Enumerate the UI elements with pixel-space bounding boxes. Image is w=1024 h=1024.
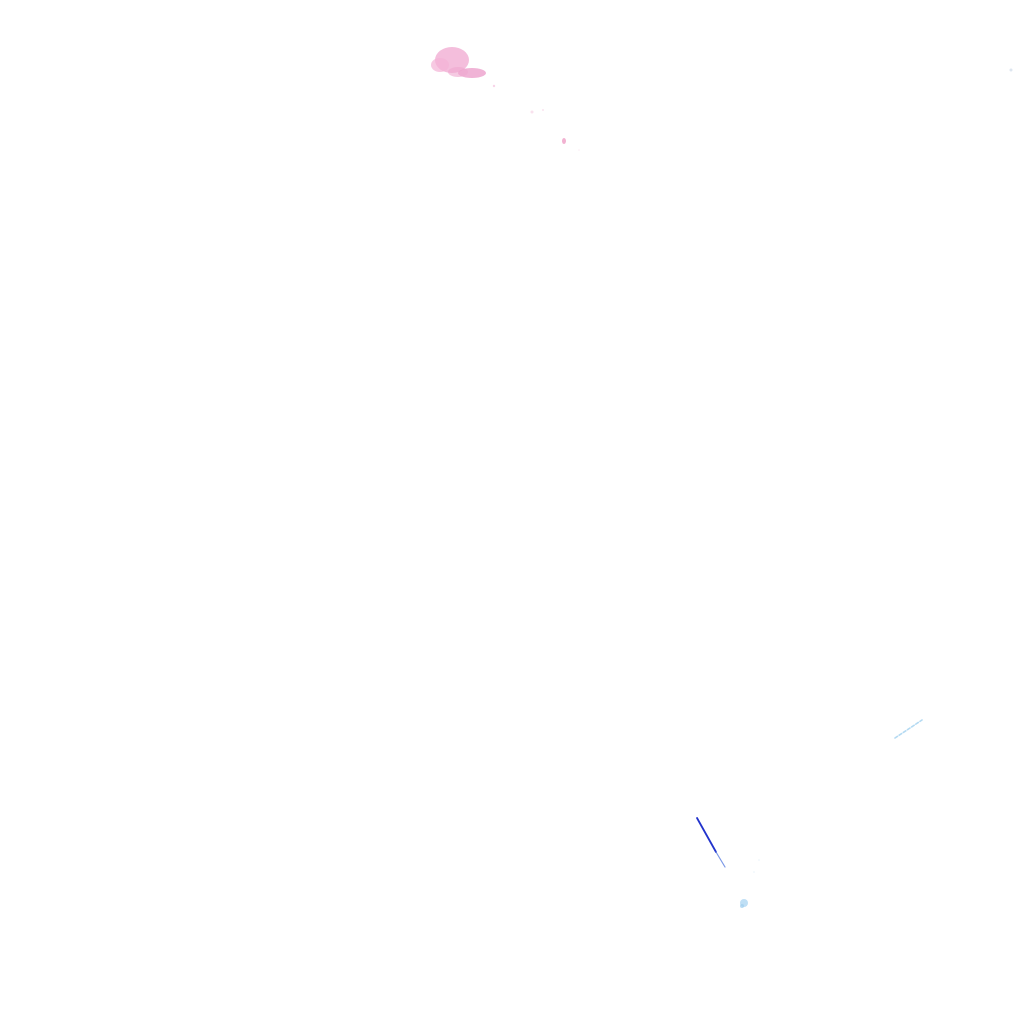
blue-streak-mark (696, 817, 726, 868)
pink-speck-mark (492, 68, 1013, 151)
light-blue-streak-mark (894, 719, 923, 739)
pink-smudge-mark (431, 47, 486, 78)
light-blue-dot-mark (740, 859, 760, 908)
